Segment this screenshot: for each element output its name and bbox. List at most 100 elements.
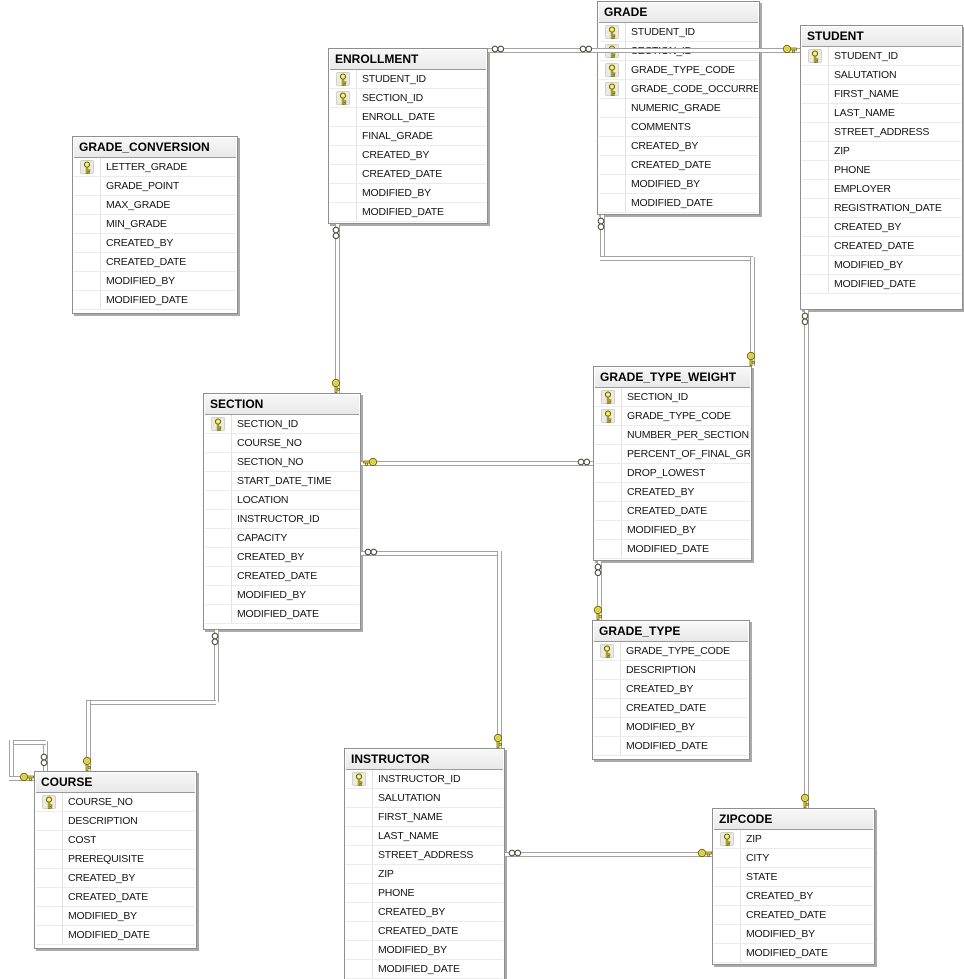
column-row[interactable]: COST (36, 831, 195, 850)
column-row[interactable]: LETTER_GRADE (74, 158, 236, 177)
column-row[interactable]: MAX_GRADE (74, 196, 236, 215)
column-row[interactable]: CREATED_BY (714, 887, 873, 906)
column-row[interactable]: MODIFIED_BY (205, 586, 359, 605)
column-row[interactable]: STREET_ADDRESS (802, 123, 961, 142)
column-row[interactable]: LAST_NAME (802, 104, 961, 123)
column-row[interactable]: SECTION_ID (595, 388, 750, 407)
column-row[interactable]: STUDENT_ID (599, 23, 758, 42)
column-row[interactable]: CAPACITY (205, 529, 359, 548)
column-row[interactable]: PERCENT_OF_FINAL_GRADE (595, 445, 750, 464)
column-row[interactable]: CREATED_BY (594, 680, 748, 699)
column-row[interactable]: SALUTATION (346, 789, 503, 808)
column-row[interactable]: STREET_ADDRESS (346, 846, 503, 865)
relationship-line-course-self-reference[interactable] (9, 740, 46, 745)
relationship-line-section-grade_type_weight[interactable] (361, 461, 593, 466)
relationship-line-section-instructor[interactable] (497, 551, 502, 748)
relationship-line-section-course[interactable] (214, 630, 219, 702)
relationship-line-grade-grade_type_weight[interactable] (600, 215, 605, 258)
column-row[interactable]: CREATED_DATE (346, 922, 503, 941)
column-row[interactable]: CREATED_DATE (595, 502, 750, 521)
column-row[interactable]: MODIFIED_DATE (595, 540, 750, 559)
relationship-line-section-course[interactable] (86, 701, 91, 771)
table-title[interactable]: GRADE_CONVERSION (74, 138, 236, 158)
column-row[interactable]: CREATED_BY (346, 903, 503, 922)
column-row[interactable]: MODIFIED_DATE (714, 944, 873, 963)
column-row[interactable]: MODIFIED_BY (595, 521, 750, 540)
column-row[interactable]: STUDENT_ID (330, 70, 486, 89)
column-row[interactable]: LAST_NAME (346, 827, 503, 846)
column-row[interactable]: PHONE (802, 161, 961, 180)
column-row[interactable]: CREATED_DATE (74, 253, 236, 272)
column-row[interactable]: COURSE_NO (205, 434, 359, 453)
column-row[interactable]: MIN_GRADE (74, 215, 236, 234)
column-row[interactable]: CREATED_DATE (802, 237, 961, 256)
table-title[interactable]: SECTION (205, 395, 359, 415)
column-row[interactable]: MODIFIED_BY (714, 925, 873, 944)
column-row[interactable]: PREREQUISITE (36, 850, 195, 869)
column-row[interactable]: MODIFIED_BY (74, 272, 236, 291)
table-title[interactable]: STUDENT (802, 27, 961, 47)
column-row[interactable]: ZIP (346, 865, 503, 884)
relationship-line-grade_type_weight-grade_type[interactable] (597, 561, 602, 620)
column-row[interactable]: STATE (714, 868, 873, 887)
column-row[interactable]: GRADE_TYPE_CODE (594, 642, 748, 661)
column-row[interactable]: FINAL_GRADE (330, 127, 486, 146)
relationship-line-section-instructor[interactable] (361, 551, 499, 556)
column-row[interactable]: FIRST_NAME (346, 808, 503, 827)
column-row[interactable]: MODIFIED_BY (36, 907, 195, 926)
column-row[interactable]: MODIFIED_DATE (36, 926, 195, 945)
column-row[interactable]: GRADE_TYPE_CODE (599, 61, 758, 80)
column-row[interactable]: CREATED_DATE (330, 165, 486, 184)
column-row[interactable]: SECTION_ID (205, 415, 359, 434)
relationship-line-grade-grade_type_weight[interactable] (600, 256, 753, 261)
table-title[interactable]: GRADE (599, 3, 758, 23)
column-row[interactable]: MODIFIED_BY (802, 256, 961, 275)
column-row[interactable]: MODIFIED_DATE (74, 291, 236, 310)
column-row[interactable]: GRADE_CODE_OCCURRENCE (599, 80, 758, 99)
relationship-line-enrollment-student[interactable] (488, 48, 800, 53)
column-row[interactable]: NUMERIC_GRADE (599, 99, 758, 118)
column-row[interactable]: GRADE_POINT (74, 177, 236, 196)
column-row[interactable]: PHONE (346, 884, 503, 903)
column-row[interactable]: SECTION_ID (330, 89, 486, 108)
table-title[interactable]: ENROLLMENT (330, 50, 486, 70)
column-row[interactable]: DESCRIPTION (36, 812, 195, 831)
table-title[interactable]: COURSE (36, 773, 195, 793)
column-row[interactable]: ENROLL_DATE (330, 108, 486, 127)
column-row[interactable]: CITY (714, 849, 873, 868)
column-row[interactable]: CREATED_BY (599, 137, 758, 156)
column-row[interactable]: MODIFIED_DATE (594, 737, 748, 756)
column-row[interactable]: COURSE_NO (36, 793, 195, 812)
column-row[interactable]: CREATED_DATE (714, 906, 873, 925)
column-row[interactable]: CREATED_BY (595, 483, 750, 502)
column-row[interactable]: MODIFIED_DATE (802, 275, 961, 294)
relationship-line-student-zipcode[interactable] (804, 310, 809, 808)
column-row[interactable]: CREATED_BY (36, 869, 195, 888)
column-row[interactable]: GRADE_TYPE_CODE (595, 407, 750, 426)
column-row[interactable]: MODIFIED_DATE (346, 960, 503, 979)
column-row[interactable]: INSTRUCTOR_ID (346, 770, 503, 789)
table-title[interactable]: ZIPCODE (714, 810, 873, 830)
column-row[interactable]: SECTION_NO (205, 453, 359, 472)
relationship-line-section-course[interactable] (86, 700, 216, 705)
column-row[interactable]: FIRST_NAME (802, 85, 961, 104)
column-row[interactable]: SALUTATION (802, 66, 961, 85)
column-row[interactable]: CREATED_BY (205, 548, 359, 567)
table-title[interactable]: INSTRUCTOR (346, 750, 503, 770)
column-row[interactable]: INSTRUCTOR_ID (205, 510, 359, 529)
column-row[interactable]: COMMENTS (599, 118, 758, 137)
column-row[interactable]: EMPLOYER (802, 180, 961, 199)
column-row[interactable]: CREATED_BY (330, 146, 486, 165)
column-row[interactable]: ZIP (802, 142, 961, 161)
column-row[interactable]: CREATED_BY (802, 218, 961, 237)
table-title[interactable]: GRADE_TYPE (594, 622, 748, 642)
table-title[interactable]: GRADE_TYPE_WEIGHT (595, 368, 750, 388)
